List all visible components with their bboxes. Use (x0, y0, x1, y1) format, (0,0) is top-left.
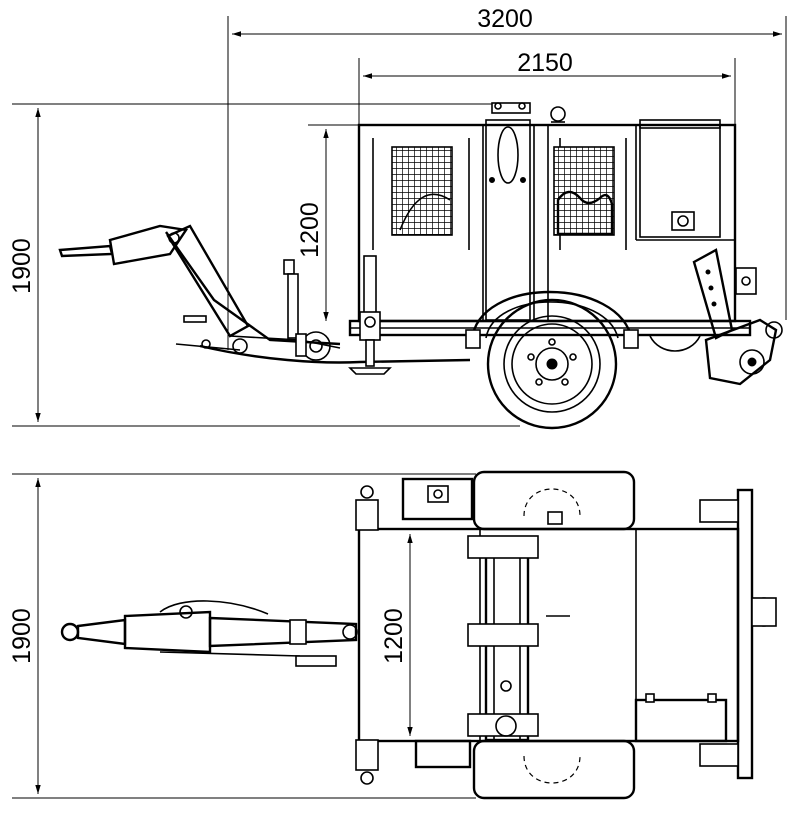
dim-label-3200: 3200 (477, 5, 533, 33)
canopy-body (357, 119, 737, 323)
dim-body-length: 2150 (358, 49, 736, 125)
dim-body-height: 1200 (296, 124, 359, 321)
lifting-lugs (491, 102, 566, 123)
dim-label-1900-top: 1900 (8, 608, 36, 664)
front-legs-top (355, 485, 379, 785)
support-leg-side (348, 255, 392, 375)
dim-track-width: 1200 (380, 534, 413, 736)
dim-overall-length: 3200 (227, 5, 787, 350)
chassis-frame (348, 319, 752, 337)
mudguard (465, 290, 639, 349)
centre-spine-top (467, 535, 539, 742)
wheel-side (486, 298, 618, 430)
dim-overall-height: 1900 (8, 103, 520, 427)
dim-label-1200-side: 1200 (296, 202, 324, 258)
side-view: 3200 2150 1900 1200 (8, 5, 787, 430)
dim-label-2150: 2150 (517, 49, 573, 77)
rear-bar-top (699, 488, 777, 780)
rear-tensioner-side (649, 248, 783, 386)
tow-drawbar-top (60, 600, 358, 667)
dim-label-1200-top: 1200 (380, 608, 408, 664)
wheel-top-lower (472, 739, 636, 800)
jockey-wheel-side (283, 259, 331, 361)
battery-box-top (414, 739, 472, 769)
platform-top (357, 527, 740, 743)
rear-tank-top (634, 693, 728, 743)
wheel-top-upper (472, 470, 636, 531)
tow-drawbar-side (58, 224, 471, 364)
dim-overall-width: 1900 (8, 473, 476, 799)
top-view: 1900 1200 (8, 470, 777, 800)
control-box-top (401, 477, 474, 521)
dim-label-1900-side: 1900 (8, 238, 36, 294)
